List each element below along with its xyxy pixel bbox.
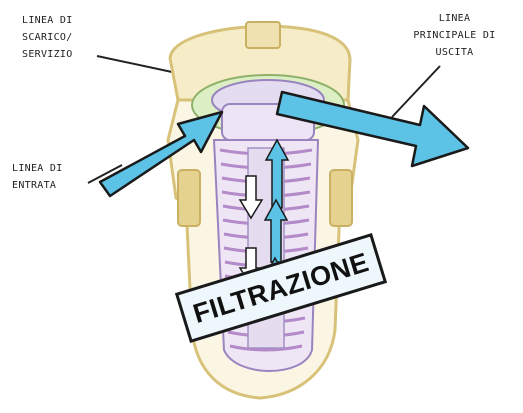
label-linea-entrata: LINEA DI ENTRATA <box>12 160 92 194</box>
label-linea-principale-uscita: LINEA PRINCIPALE DI USCITA <box>392 10 517 61</box>
leader-line-uscita <box>392 66 440 117</box>
label-scarico-servizio: LINEA DI SCARICO/ SERVIZIO <box>22 12 112 63</box>
